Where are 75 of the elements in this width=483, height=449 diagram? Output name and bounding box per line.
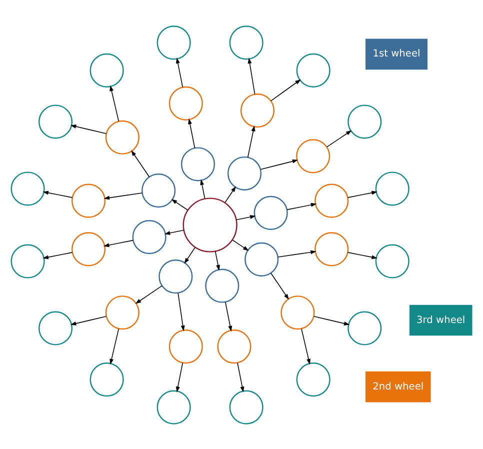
arrow: [135, 284, 162, 304]
arrow: [164, 229, 184, 234]
node-circle: [229, 25, 264, 60]
arrow: [260, 158, 298, 170]
arrow: [188, 118, 196, 148]
node-circle: [168, 329, 203, 364]
node-circle: [280, 295, 315, 330]
arrow: [178, 292, 185, 331]
node-circle: [314, 183, 349, 218]
arrow: [347, 190, 378, 198]
node-box: 1st wheel: [366, 38, 428, 70]
node-circle: [90, 52, 124, 87]
node-circle: [348, 310, 382, 345]
arrow: [313, 316, 350, 325]
node-circle: [227, 156, 262, 190]
node-circle: [105, 295, 140, 330]
arrow: [214, 250, 220, 270]
arrow: [236, 214, 256, 220]
arrow: [176, 57, 184, 88]
arrow: [247, 124, 256, 158]
node-circle: [205, 268, 240, 302]
node-circle: [90, 362, 124, 396]
node-circle: [375, 171, 410, 206]
node-circle: [375, 244, 410, 278]
arrow: [110, 328, 120, 364]
node-box: 2nd wheel: [366, 370, 431, 402]
node-circle: [158, 258, 193, 294]
arrow: [270, 78, 301, 101]
node-circle: [38, 104, 73, 138]
node-circle: [217, 329, 252, 364]
arrow: [270, 272, 289, 300]
arrow: [232, 239, 249, 250]
node-circle: [254, 195, 288, 230]
arrow: [42, 252, 73, 259]
arrow: [104, 192, 142, 200]
node-circle: [156, 390, 191, 424]
node-circle: [296, 138, 330, 173]
node-circle: [10, 171, 45, 206]
node-circle: [10, 244, 45, 278]
node-circle: [244, 242, 279, 276]
node-circle: [229, 390, 264, 424]
node-circle: [348, 104, 382, 138]
arrow: [286, 202, 317, 210]
arrow: [301, 328, 311, 364]
node-circle: [142, 173, 176, 208]
arrow: [326, 130, 352, 147]
arrow: [110, 84, 120, 122]
arrow: [176, 362, 184, 392]
node-circle: [132, 220, 166, 254]
node-circle: [105, 120, 140, 154]
arrow: [278, 250, 316, 257]
node-circle: [240, 92, 275, 128]
node-circle: [72, 232, 106, 266]
arrow: [103, 239, 134, 247]
arrow: [70, 124, 107, 134]
node-circle: [296, 362, 330, 396]
arrow: [131, 150, 150, 177]
node-circle: [72, 183, 106, 218]
node-circle: [314, 232, 349, 266]
node-circle: [156, 25, 191, 60]
arrow: [347, 252, 378, 259]
arrow: [224, 301, 232, 332]
arrow: [200, 178, 206, 198]
arrow: [42, 190, 73, 198]
node-circle: [180, 146, 216, 181]
arrow: [237, 362, 244, 392]
arrow: [70, 316, 107, 325]
node-circle: [168, 86, 203, 120]
node-box: 3rd wheel: [409, 304, 472, 336]
arrow: [184, 246, 196, 264]
node-circle: [182, 197, 238, 252]
arrow: [224, 186, 236, 202]
arrow: [171, 198, 188, 210]
node-circle: [38, 310, 73, 345]
arrow: [248, 57, 256, 94]
